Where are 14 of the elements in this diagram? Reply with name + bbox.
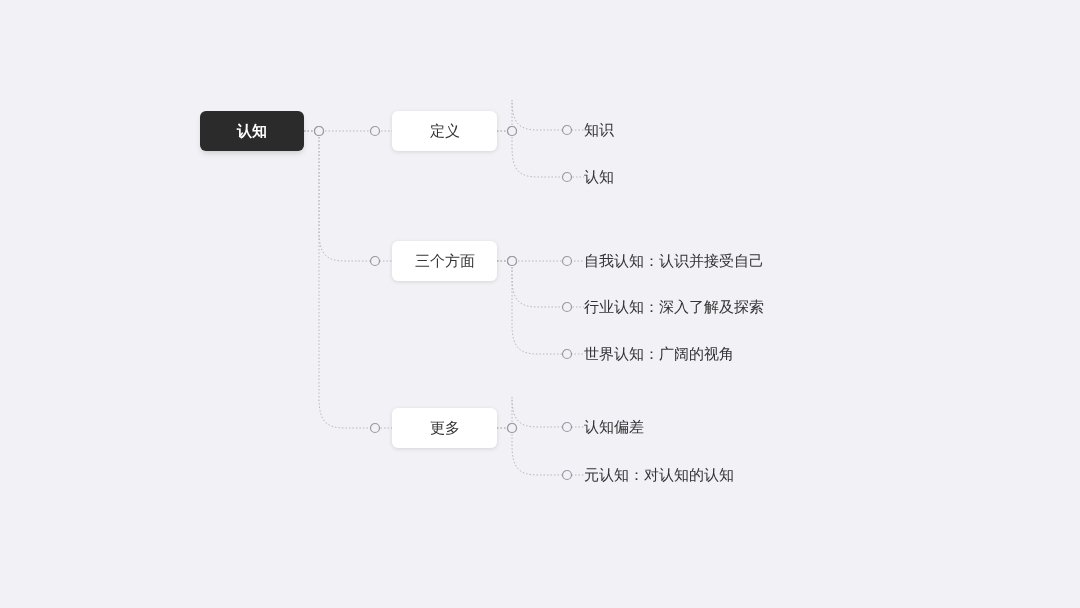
connector-line [496,125,585,183]
subtopic-text: 认知偏差 [584,416,644,438]
subtopic-text: 元认知：对认知的认知 [584,464,734,486]
root-topic-box: 认知 [200,111,304,151]
subtopic-text: 认知 [584,166,614,188]
topic-box: 更多 [392,408,497,448]
subtopic-text: 自我认知：认识并接受自己 [584,250,764,272]
subtopic-text: 知识 [584,119,614,141]
subtopic-text: 世界认知：广阔的视角 [584,343,734,365]
topic-box: 定义 [392,111,497,151]
connector-line [496,422,585,481]
connector-line [496,255,585,360]
topic-box: 三个方面 [392,241,497,281]
subtopic-text: 行业认知：深入了解及探索 [584,296,764,318]
